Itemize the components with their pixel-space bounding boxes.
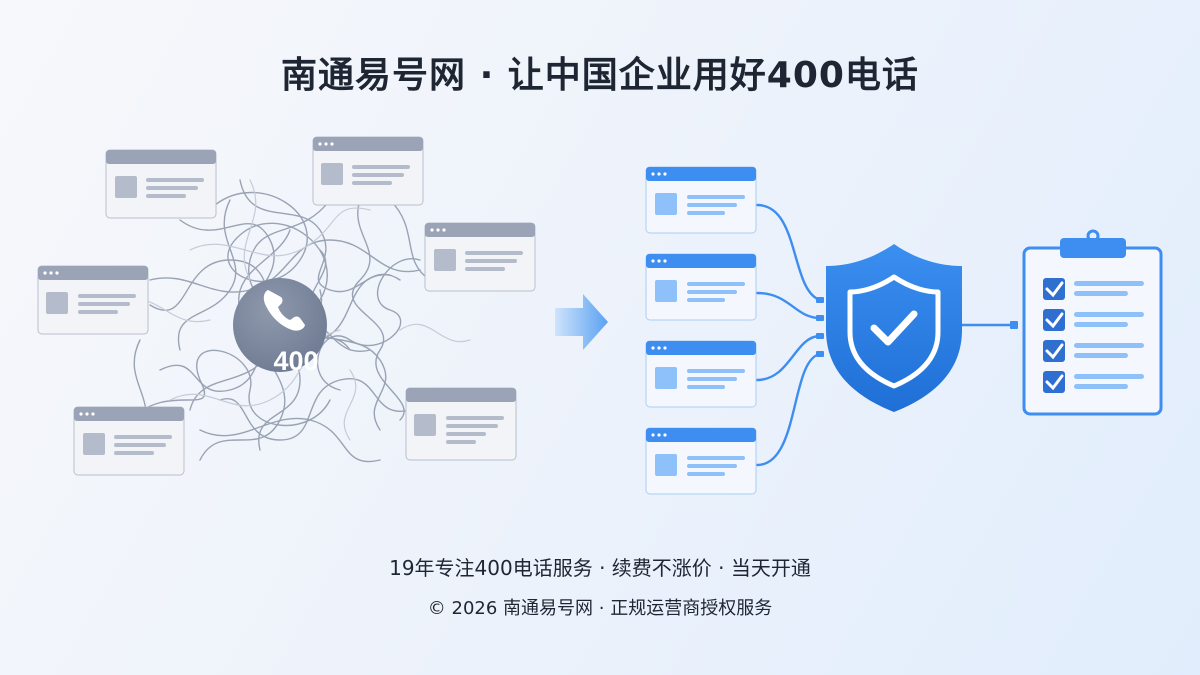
check-row-1 <box>1043 278 1144 300</box>
gray-window-3 <box>37 265 149 335</box>
gray-window-1 <box>105 149 217 219</box>
gray-window-5 <box>73 406 185 476</box>
blue-window-4 <box>645 427 757 495</box>
page-title: 南通易号网 · 让中国企业用好400电话 <box>281 55 919 96</box>
gray-window-6 <box>405 387 517 461</box>
blue-window-3 <box>645 340 757 408</box>
blue-window-1 <box>645 166 757 234</box>
blue-window-2 <box>645 253 757 321</box>
phone-badge-label: 400 <box>273 346 318 376</box>
gray-window-4 <box>424 222 536 292</box>
check-row-4 <box>1043 371 1144 393</box>
tagline: 19年专注400电话服务 · 续费不涨价 · 当天开通 <box>389 556 811 580</box>
copyright: © 2026 南通易号网 · 正规运营商授权服务 <box>427 598 773 619</box>
phone-icon <box>263 290 305 331</box>
right-arrow-icon <box>555 294 608 350</box>
check-row-3 <box>1043 340 1144 362</box>
blue-connectors <box>755 203 1016 467</box>
clipboard-checklist-icon <box>1022 229 1163 416</box>
phone-400-badge: 400 <box>233 278 327 376</box>
gray-window-2 <box>312 136 424 206</box>
check-row-2 <box>1043 309 1144 331</box>
shield-check-icon <box>826 244 962 412</box>
connector-plugs <box>816 297 1018 357</box>
